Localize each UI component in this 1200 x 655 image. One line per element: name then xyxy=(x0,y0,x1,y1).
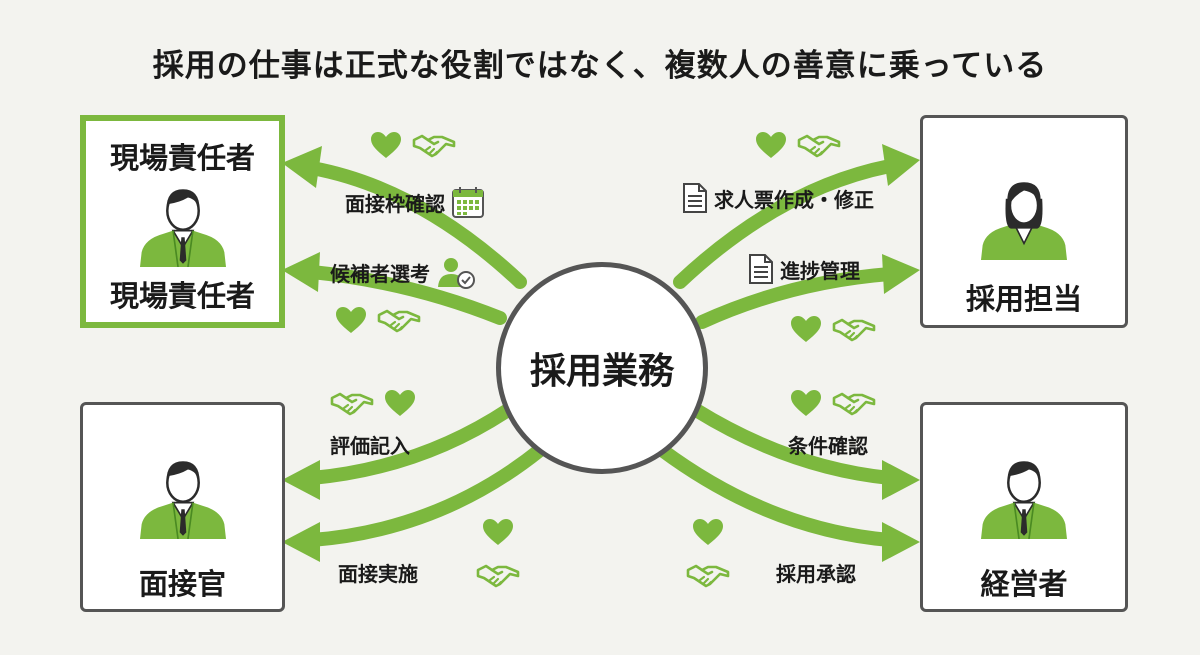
task-label: 評価記入 xyxy=(330,434,410,458)
role-box-recruiter: 採用担当 xyxy=(920,115,1128,328)
handshake-icon xyxy=(476,560,520,590)
handshake-icon xyxy=(832,314,876,344)
center-node: 採用業務 xyxy=(496,262,708,474)
task-label: 進捗管理 xyxy=(780,258,860,283)
task-label: 採用承認 xyxy=(776,562,856,586)
goodwill-icons xyxy=(370,130,456,160)
handshake-icon xyxy=(797,130,841,160)
task-interview: 面接実施 xyxy=(338,558,418,587)
task-label: 候補者選考 xyxy=(330,261,430,286)
heart-icon xyxy=(755,131,787,159)
handshake-icon xyxy=(686,560,730,590)
task-conditions: 条件確認 xyxy=(788,430,868,459)
task-interview-slots: 面接枠確認 xyxy=(345,185,485,219)
page-title: 採用の仕事は正式な役割ではなく、複数人の善意に乗っている xyxy=(152,48,1048,84)
handshake-icon xyxy=(412,130,456,160)
task-label: 面接実施 xyxy=(338,562,418,586)
task-label: 条件確認 xyxy=(788,434,868,458)
role-box-interviewer: 面接官 xyxy=(80,402,285,612)
role-label-recruiter: 採用担当 xyxy=(965,282,1082,316)
goodwill-icons xyxy=(790,388,876,418)
arrow-to-field-manager-1 xyxy=(282,146,527,289)
goodwill-icons xyxy=(476,518,520,590)
arrow-to-executive-2 xyxy=(655,443,920,562)
person-icon xyxy=(133,453,233,539)
heart-icon xyxy=(384,389,416,417)
document-icon xyxy=(682,182,708,214)
person-icon xyxy=(974,453,1074,539)
role-label-executive: 経営者 xyxy=(980,567,1068,601)
heart-icon xyxy=(482,518,514,546)
heart-icon xyxy=(692,518,724,546)
task-approval: 採用承認 xyxy=(776,558,856,587)
person-check-icon xyxy=(436,255,476,289)
task-label: 求人票作成・修正 xyxy=(714,187,874,212)
person-female-icon xyxy=(974,174,1074,260)
goodwill-icons xyxy=(335,305,421,335)
arrow-to-executive-1 xyxy=(689,403,920,500)
role-label-field-manager-bottom: 現場責任者 xyxy=(109,279,255,313)
heart-icon xyxy=(335,306,367,334)
role-box-executive: 経営者 xyxy=(920,402,1128,612)
heart-icon xyxy=(790,315,822,343)
goodwill-icons xyxy=(330,388,416,418)
task-progress: 進捗管理 xyxy=(748,253,860,285)
task-label: 面接枠確認 xyxy=(345,191,445,216)
arrow-to-interviewer-1 xyxy=(282,403,515,500)
task-evaluation: 評価記入 xyxy=(330,430,410,459)
goodwill-icons xyxy=(686,518,730,590)
role-box-field-manager: 現場責任者 現場責任者 xyxy=(80,115,285,328)
handshake-icon xyxy=(832,388,876,418)
handshake-icon xyxy=(377,305,421,335)
arrow-to-field-manager-2 xyxy=(282,252,507,325)
heart-icon xyxy=(790,389,822,417)
role-label-interviewer: 面接官 xyxy=(138,567,226,601)
calendar-icon xyxy=(451,185,485,219)
goodwill-icons xyxy=(790,314,876,344)
handshake-icon xyxy=(330,388,374,418)
center-label: 採用業務 xyxy=(529,351,674,392)
task-job-posting: 求人票作成・修正 xyxy=(682,182,874,214)
heart-icon xyxy=(370,131,402,159)
arrow-to-recruiter-2 xyxy=(695,254,920,329)
person-icon xyxy=(133,181,233,267)
arrow-to-recruiter-1 xyxy=(673,144,920,289)
goodwill-icons xyxy=(755,130,841,160)
task-candidate-selection: 候補者選考 xyxy=(330,255,476,289)
arrow-to-interviewer-2 xyxy=(282,443,547,562)
document-icon xyxy=(748,253,774,285)
role-label-field-manager-top: 現場責任者 xyxy=(109,141,255,175)
